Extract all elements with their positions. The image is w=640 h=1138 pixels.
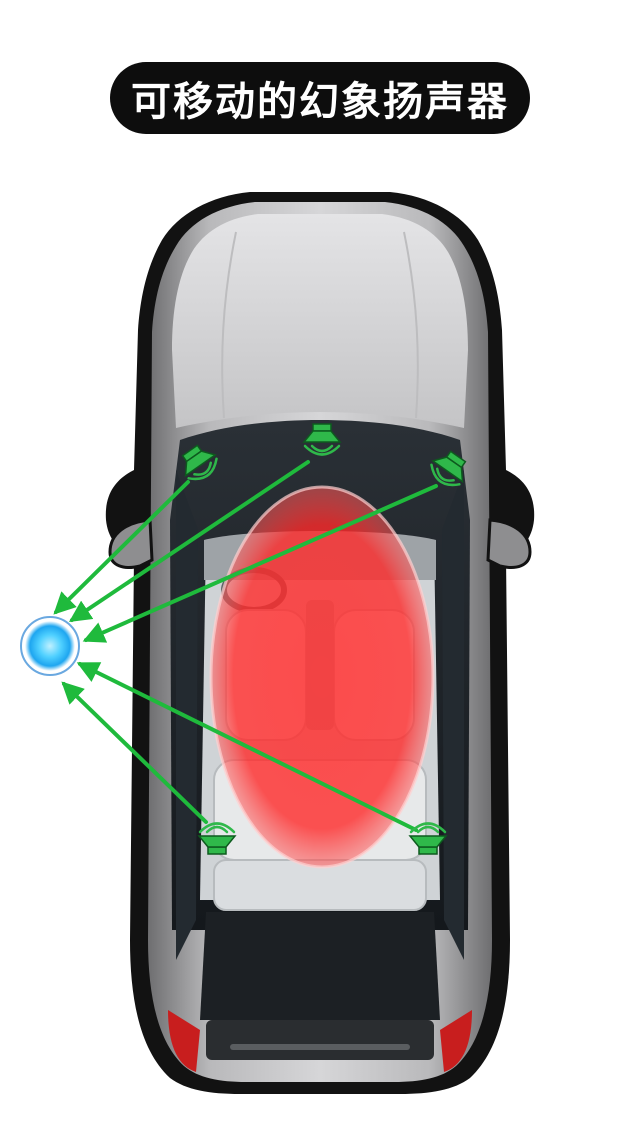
speaker-icon-front-right (430, 450, 467, 487)
side-mirrors (108, 518, 532, 569)
speaker-icon-rear-right (408, 822, 448, 855)
arrows-group (53, 460, 438, 832)
speaker-icon-front-center (302, 423, 342, 456)
arrow-front-left (53, 480, 190, 615)
arrow-rear-left (61, 681, 208, 824)
sound-field (209, 485, 435, 869)
speakers-group (181, 423, 467, 855)
car-rear (168, 912, 472, 1072)
arrow-front-right (82, 484, 438, 643)
title-pill: 可移动的幻象扬声器 (110, 62, 530, 134)
arrow-rear-right (76, 662, 418, 832)
arrow-front-center (68, 460, 310, 623)
phantom-source-icon (20, 616, 80, 676)
page-title: 可移动的幻象扬声器 (131, 79, 509, 125)
speaker-icon-rear-left (197, 822, 237, 855)
speaker-icon-front-left (181, 444, 218, 481)
